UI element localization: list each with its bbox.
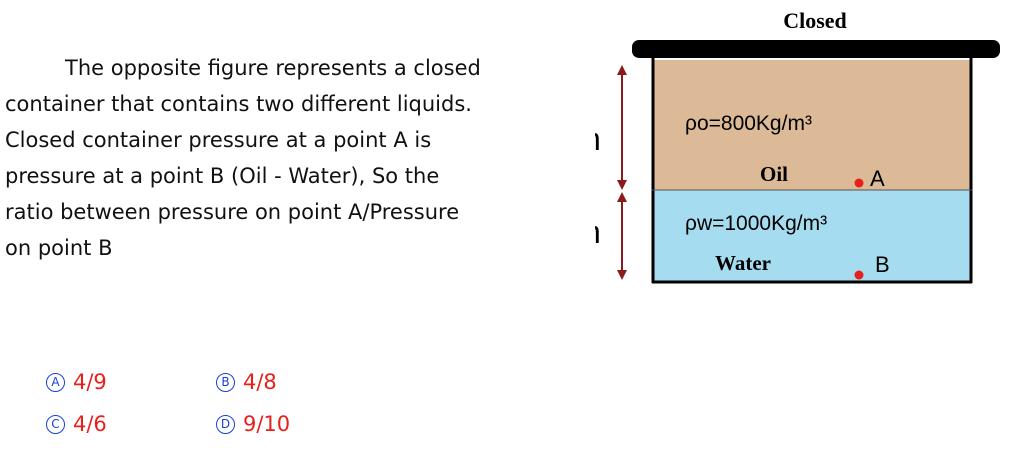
option-d[interactable]: D 9/10 bbox=[216, 410, 386, 438]
oil-density-label: ρo=800Kg/m³ bbox=[685, 112, 812, 135]
option-d-marker: D bbox=[216, 414, 235, 434]
container-lid bbox=[632, 40, 1000, 58]
point-b-dot bbox=[854, 270, 864, 280]
option-b[interactable]: B 4/8 bbox=[216, 368, 386, 396]
option-c-marker: C bbox=[46, 414, 65, 434]
height-label-water: h bbox=[595, 214, 601, 250]
point-b-label: B bbox=[875, 252, 890, 277]
option-b-text: 4/8 bbox=[243, 370, 277, 394]
option-a[interactable]: A 4/9 bbox=[46, 368, 216, 396]
option-d-text: 9/10 bbox=[243, 412, 291, 436]
water-density-label: ρw=1000Kg/m³ bbox=[685, 212, 827, 235]
option-b-marker: B bbox=[216, 372, 235, 392]
container-figure: Closed h h ρo=800Kg/m³ Oil A ρw=1000Kg/m… bbox=[595, 8, 1000, 284]
option-c[interactable]: C 4/6 bbox=[46, 410, 216, 438]
option-a-text: 4/9 bbox=[73, 370, 107, 394]
option-a-marker: A bbox=[46, 372, 65, 392]
answer-options: A 4/9 B 4/8 C 4/6 D 9/10 bbox=[46, 368, 386, 438]
water-layer bbox=[652, 190, 972, 282]
height-label-oil: h bbox=[595, 121, 601, 157]
point-a-dot bbox=[854, 178, 864, 188]
water-label: Water bbox=[715, 251, 771, 275]
option-c-text: 4/6 bbox=[73, 412, 107, 436]
oil-layer bbox=[652, 60, 972, 190]
oil-label: Oil bbox=[760, 162, 788, 186]
figure-title: Closed bbox=[783, 8, 847, 33]
point-a-label: A bbox=[870, 166, 885, 191]
